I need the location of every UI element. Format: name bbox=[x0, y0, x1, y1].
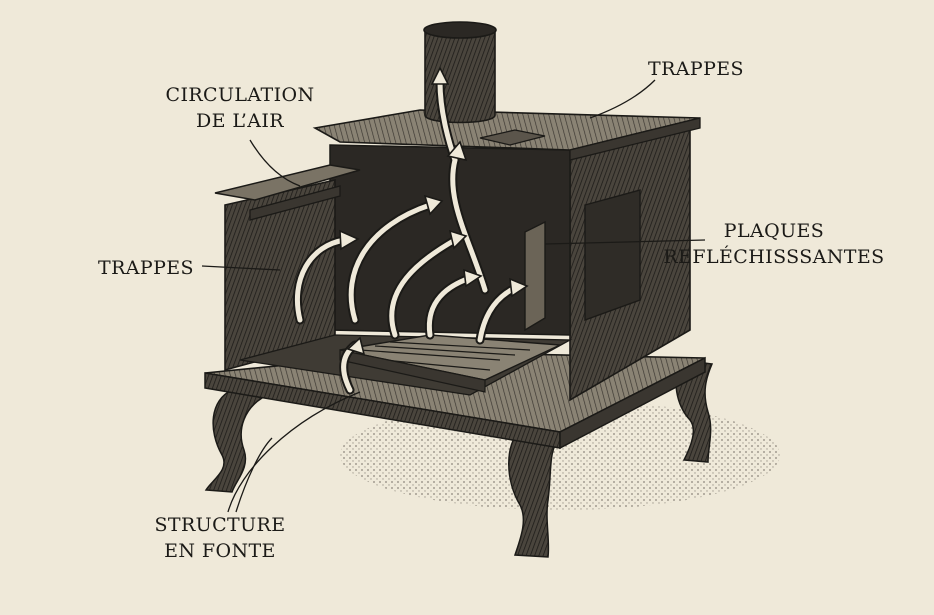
label-plaques-line1: PLAQUES bbox=[723, 220, 825, 242]
leader-structure-2 bbox=[235, 437, 273, 513]
leg-back-right bbox=[675, 359, 714, 463]
side-door bbox=[584, 189, 641, 321]
left-hatch-door bbox=[249, 185, 341, 221]
leg-front-right bbox=[508, 429, 562, 558]
label-circulation-line2: DE L’AIR bbox=[196, 110, 284, 132]
label-structure-line2: EN FONTE bbox=[164, 540, 276, 562]
top-left-step bbox=[214, 164, 361, 201]
grate-front bbox=[339, 349, 486, 393]
top-plate-edge bbox=[569, 117, 701, 161]
base-plate-side bbox=[559, 356, 706, 450]
label-circulation-line1: CIRCULATION bbox=[165, 84, 315, 106]
chimney-rim bbox=[423, 21, 497, 39]
reflecting-plate bbox=[524, 220, 546, 332]
label-plaques-line2: REFLÉCHISSSANTES bbox=[663, 246, 885, 268]
leader-plaques bbox=[544, 239, 706, 245]
top-trap bbox=[479, 129, 546, 146]
leader-trappes-top bbox=[589, 79, 656, 119]
leader-lines bbox=[201, 79, 706, 513]
leg-front-left bbox=[204, 389, 264, 493]
leader-structure-1 bbox=[227, 391, 361, 513]
leader-trappes-left bbox=[201, 265, 281, 271]
label-trappes-left: TRAPPES bbox=[98, 257, 194, 279]
label-plaques: PLAQUES REFLÉCHISSSANTES bbox=[656, 218, 892, 270]
airflow-arrows bbox=[292, 66, 529, 395]
label-structure-line1: STRUCTURE bbox=[154, 514, 286, 536]
label-circulation: CIRCULATION DE L’AIR bbox=[158, 82, 322, 134]
label-trappes-top: TRAPPES bbox=[648, 58, 744, 80]
leader-circulation bbox=[249, 139, 301, 187]
label-structure: STRUCTURE EN FONTE bbox=[140, 512, 300, 564]
